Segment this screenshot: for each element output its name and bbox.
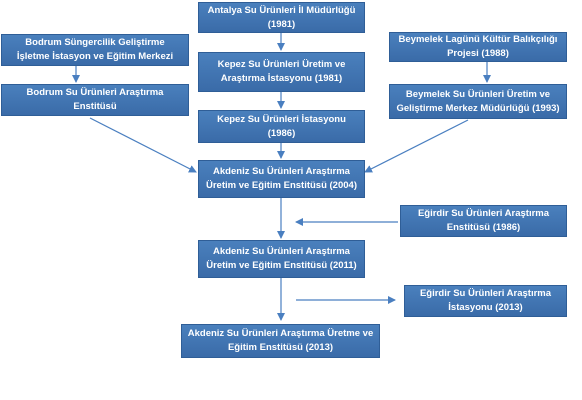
node-kepez-uretim-arastirma: Kepez Su Ürünleri Üretim ve Araştırma İs… — [198, 52, 365, 92]
node-egirdir-1986: Eğirdir Su Ürünleri Araştırma Enstitüsü … — [400, 205, 567, 237]
node-kepez-istasyon: Kepez Su Ürünleri İstasyonu (1986) — [198, 110, 365, 143]
node-egirdir-2013: Eğirdir Su Ürünleri Araştırma İstasyonu … — [404, 285, 567, 317]
node-bodrum-arastirma-enstitusu: Bodrum Su Ürünleri Araştırma Enstitüsü — [1, 84, 189, 116]
node-bodrum-sungercilik: Bodrum Süngercilik Geliştirme İşletme İs… — [1, 34, 189, 66]
arrow-bodrum-arastirma-to-akdeniz-2004 — [89, 117, 197, 173]
node-beymelek-uretim-gelistirme: Beymelek Su Ürünleri Üretim ve Geliştirm… — [389, 84, 567, 119]
node-akdeniz-2004: Akdeniz Su Ürünleri Araştırma Üretim ve … — [198, 160, 365, 198]
node-beymelek-lagunu: Beymelek Lagünü Kültür Balıkçılığı Proje… — [389, 32, 567, 62]
node-antalya-il-mudurlugu: Antalya Su Ürünleri İl Müdürlüğü (1981) — [198, 2, 365, 33]
node-akdeniz-2013: Akdeniz Su Ürünleri Araştırma Üretme ve … — [181, 324, 380, 358]
node-akdeniz-2011: Akdeniz Su Ürünleri Araştırma Üretim ve … — [198, 240, 365, 278]
arrow-beymelek-uretim-to-akdeniz-2004 — [364, 119, 469, 173]
